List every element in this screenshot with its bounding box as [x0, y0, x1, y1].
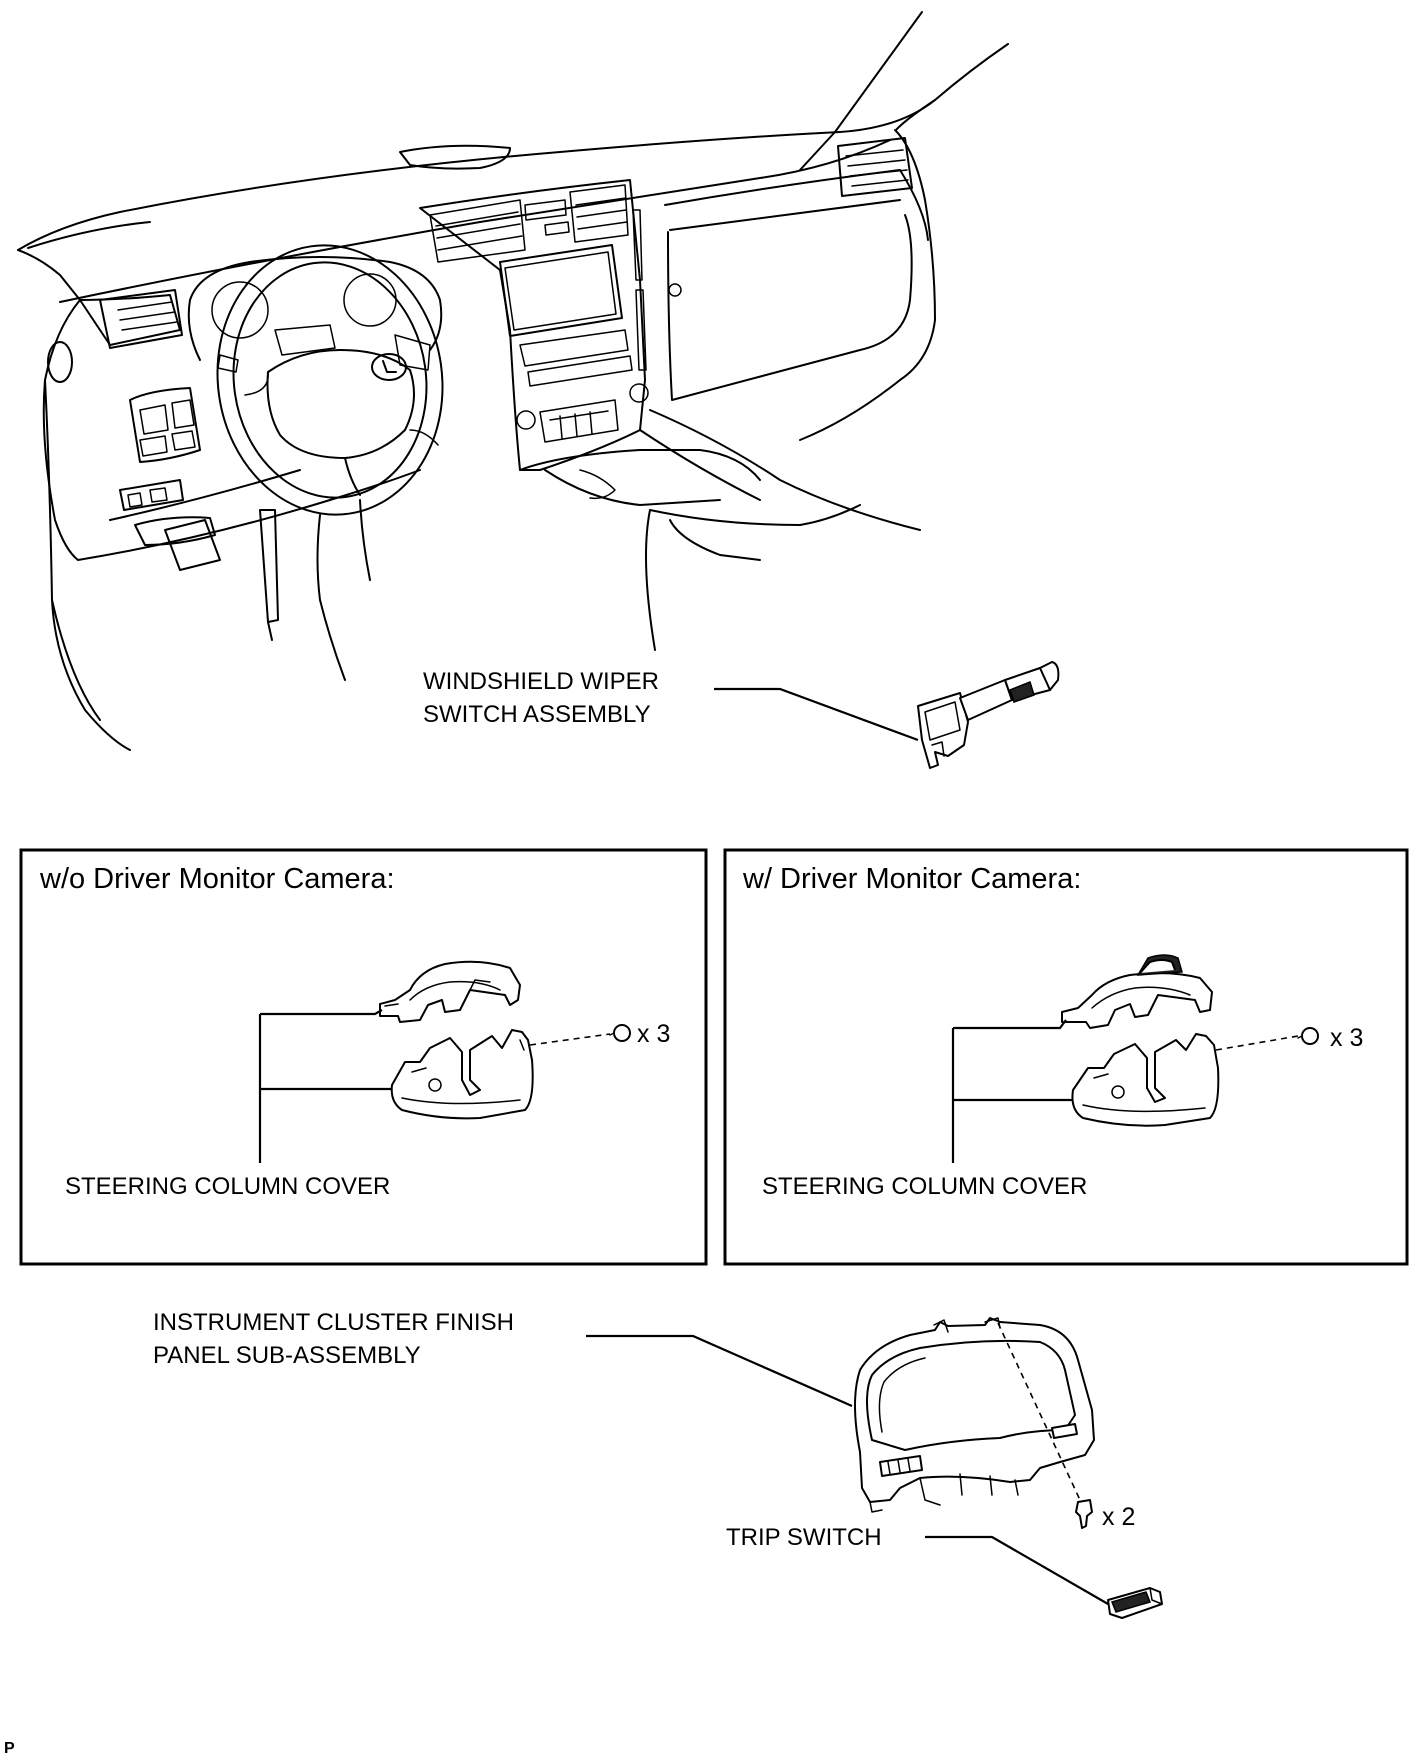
clip-quantity: x 2	[1102, 1503, 1136, 1531]
left-screw-dashed-line	[529, 1033, 611, 1046]
right-steering-column-cover-label: STEERING COLUMN COVER	[762, 1173, 1088, 1200]
right-screw-quantity: x 3	[1330, 1024, 1364, 1052]
right-screw-icon	[1297, 1027, 1319, 1045]
left-steering-column-cover-label: STEERING COLUMN COVER	[65, 1173, 391, 1200]
wiper-switch-label-line2: SWITCH ASSEMBLY	[423, 701, 651, 728]
trip-switch-label: TRIP SWITCH	[726, 1524, 882, 1551]
instrument-cluster-finish-panel-drawing	[854, 1317, 1095, 1513]
trip-switch-leader-line	[925, 1535, 1109, 1605]
wiper-switch-label-line1: WINDSHIELD WIPER	[423, 668, 660, 695]
steering-column-cover-without-camera-drawing	[379, 960, 534, 1120]
panel-box-with-camera	[723, 848, 1409, 1266]
right-bracket-upper	[953, 1019, 1067, 1030]
dashboard-illustration	[17, 11, 1009, 751]
wiper-switch-assembly-drawing	[917, 661, 1060, 769]
wiper-leader-line	[714, 687, 919, 742]
cluster-leader-line	[586, 1334, 853, 1408]
panel-heading-with-camera: w/ Driver Monitor Camera:	[743, 863, 1082, 895]
trip-switch-drawing	[1107, 1587, 1163, 1619]
steering-column-cover-with-camera-drawing	[1061, 954, 1220, 1127]
cluster-finish-panel-label-line1: INSTRUMENT CLUSTER FINISH	[153, 1309, 514, 1336]
clip-icon	[1075, 1499, 1093, 1529]
left-screw-icon	[609, 1024, 631, 1042]
left-bracket-upper	[260, 1009, 383, 1016]
corner-mark: P	[4, 1740, 15, 1757]
right-screw-dashed-line	[1215, 1035, 1299, 1051]
cluster-finish-panel-label: INSTRUMENT CLUSTER FINISH PANEL SUB-ASSE…	[153, 1306, 514, 1372]
cluster-finish-panel-label-line2: PANEL SUB-ASSEMBLY	[153, 1342, 421, 1369]
panel-heading-without-camera: w/o Driver Monitor Camera:	[40, 863, 395, 895]
wiper-switch-label: WINDSHIELD WIPER SWITCH ASSEMBLY	[423, 665, 659, 731]
panel-box-without-camera	[19, 848, 708, 1266]
left-screw-quantity: x 3	[637, 1020, 671, 1048]
